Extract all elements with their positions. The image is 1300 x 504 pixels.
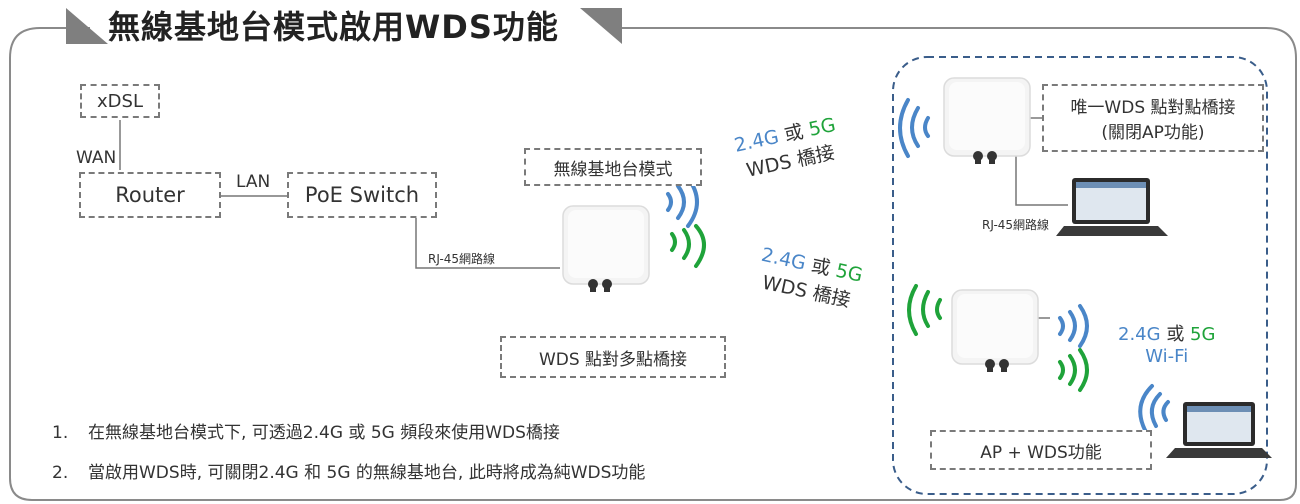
right-dashed-panel: [892, 56, 1268, 495]
p2p-label-line1: 唯一WDS 點對點橋接: [1070, 98, 1236, 118]
ap-wds-label: AP + WDS功能: [980, 442, 1102, 463]
note-2-text: 當啟用WDS時, 可關閉2.4G 和 5G 的無線基地台, 此時將成為純WDS功…: [88, 463, 646, 483]
lan-label: LAN: [236, 172, 271, 192]
p2p-label-line2: (關閉AP功能): [1101, 123, 1205, 143]
wifi-label: 2.4G 或 5G Wi-Fi: [1118, 320, 1215, 367]
note-1-text: 在無線基地台模式下, 可透過2.4G 或 5G 頻段來使用WDS橋接: [88, 423, 560, 443]
note-1-num: 1.: [52, 423, 69, 443]
wds-p2mp-label: WDS 點對多點橋接: [538, 349, 688, 370]
title-right-triangle: [580, 8, 622, 44]
poe-switch-box: PoE Switch: [287, 172, 437, 218]
title-left-triangle: [66, 8, 108, 44]
poe-switch-label: PoE Switch: [304, 183, 420, 207]
note-1: 1. 在無線基地台模式下, 可透過2.4G 或 5G 頻段來使用WDS橋接: [52, 418, 560, 443]
page-title: 無線基地台模式啟用WDS功能: [108, 8, 559, 46]
router-box: Router: [79, 172, 221, 218]
wan-label: WAN: [76, 148, 117, 168]
wifi-band-a: 2.4G: [1118, 324, 1161, 345]
wifi-text: Wi-Fi: [1145, 346, 1189, 367]
note-2: 2. 當啟用WDS時, 可關閉2.4G 和 5G 的無線基地台, 此時將成為純WD…: [52, 458, 645, 483]
note-2-num: 2.: [52, 463, 69, 483]
upper-or: 或: [782, 120, 806, 147]
laptop-icon: [1056, 178, 1168, 236]
wifi-band-b: 5G: [1190, 324, 1216, 345]
xdsl-box: xDSL: [80, 84, 160, 118]
right-rj45-label: RJ-45網路線: [982, 218, 1050, 232]
ap-mode-box: 無線基地台模式: [524, 148, 702, 186]
router-label: Router: [115, 183, 185, 207]
ap-mode-label: 無線基地台模式: [553, 159, 673, 180]
rj45-label: RJ-45網路線: [428, 252, 496, 266]
laptop-icon: [1166, 402, 1272, 458]
access-point-icon: [951, 289, 1039, 372]
wds-p2mp-box: WDS 點對多點橋接: [500, 336, 726, 378]
access-point-icon: [943, 77, 1031, 164]
wifi-or: 或: [1166, 324, 1185, 345]
outer-frame: [9, 27, 1297, 501]
access-point-icon: [562, 205, 650, 292]
wifi-wave-icon: [666, 98, 1170, 434]
ap-wds-box: AP + WDS功能: [930, 430, 1152, 470]
lower-or: 或: [809, 254, 833, 280]
p2p-box: 唯一WDS 點對點橋接 (關閉AP功能): [1042, 84, 1264, 152]
xdsl-label: xDSL: [97, 90, 143, 112]
upper-band-b: 5G: [806, 113, 838, 141]
